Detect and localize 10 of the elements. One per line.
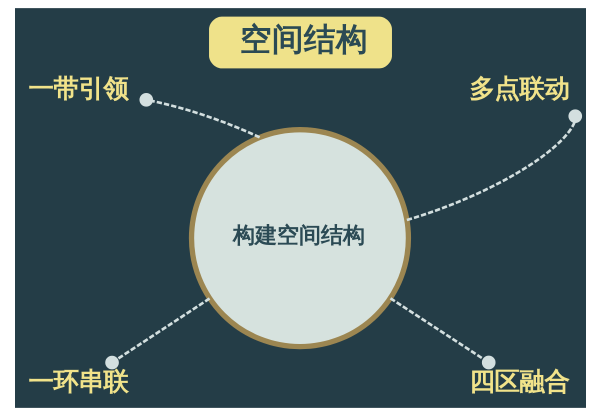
- diagram-title: 空间结构: [240, 22, 368, 58]
- connector: [104, 297, 210, 370]
- node-circle: 构建空间结构: [188, 127, 411, 350]
- node-text: 四区融合: [469, 366, 570, 396]
- connector: [406, 109, 582, 222]
- node-text: 多点联动: [469, 73, 570, 104]
- connector: [389, 297, 496, 370]
- node-text: 一环串联: [28, 366, 128, 396]
- connector: [138, 92, 260, 139]
- node-text: 一带引领: [28, 73, 128, 104]
